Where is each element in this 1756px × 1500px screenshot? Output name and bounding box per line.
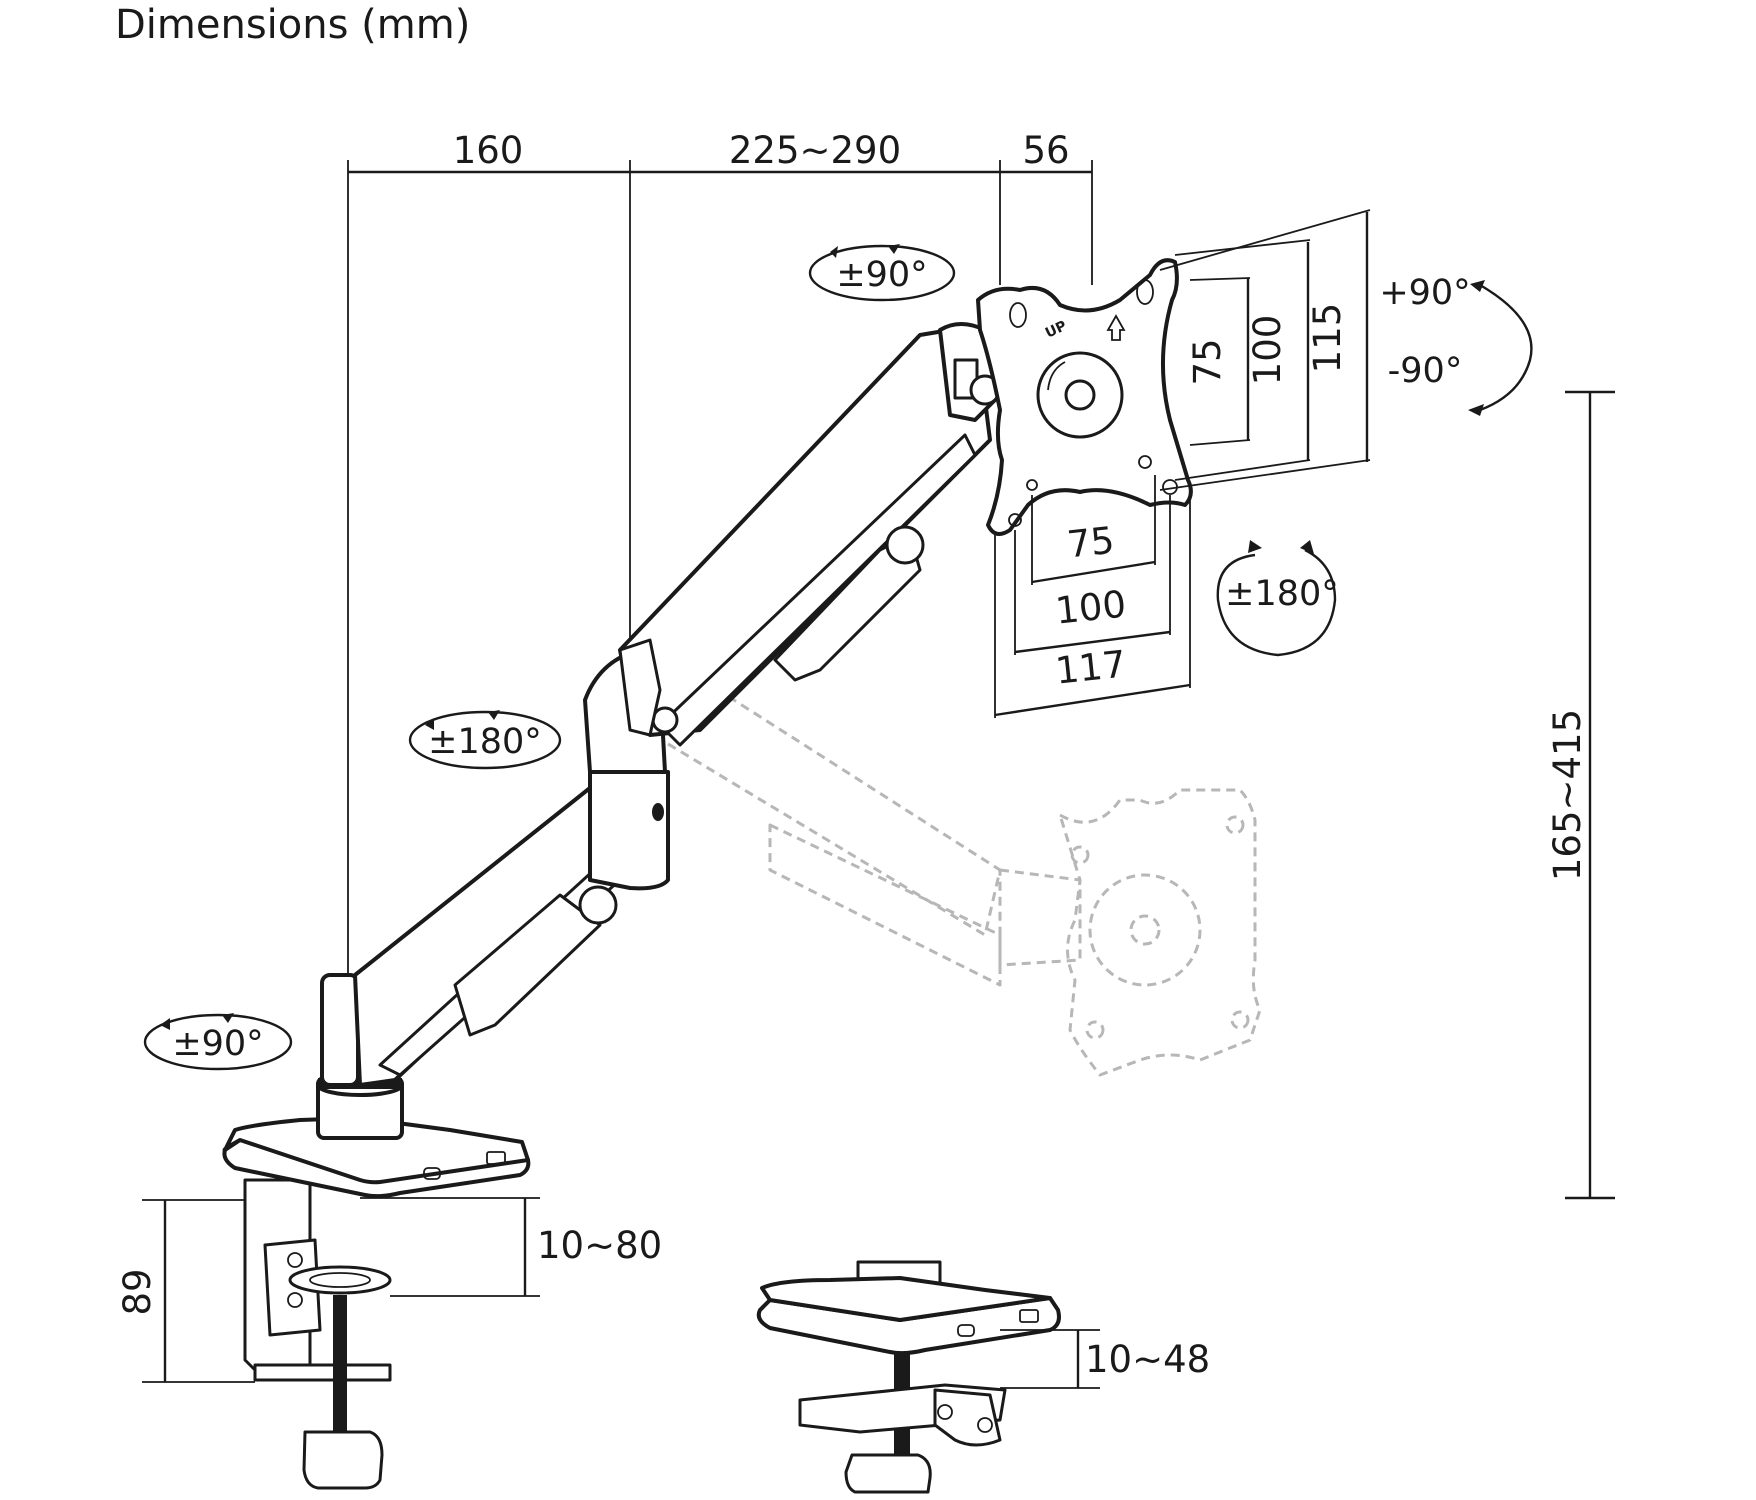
- diagram-title: Dimensions (mm): [115, 2, 471, 48]
- dim-vesa-v-100: 100: [1246, 315, 1289, 386]
- rotation-head-swivel: [808, 244, 956, 302]
- rotation-plate-rotate-label: ±180°: [1225, 574, 1339, 614]
- dim-vesa-h-117: 117: [1053, 642, 1128, 692]
- rotation-base-swivel: [143, 1013, 293, 1071]
- top-dimension-lines: [347, 160, 1093, 980]
- grommet-dimension-lines: [1000, 1329, 1100, 1389]
- clamp-dimension-lines: [142, 1197, 540, 1383]
- vesa-horizontal-dimension-lines: [994, 475, 1191, 718]
- dim-clamp-desk-range: 10~80: [537, 1224, 662, 1267]
- dim-grommet-desk-range: 10~48: [1085, 1338, 1210, 1381]
- rotation-elbow-swivel: [408, 710, 562, 770]
- grommet-base: [756, 1260, 1061, 1494]
- dim-vesa-v-115: 115: [1306, 303, 1349, 374]
- dim-160: 160: [453, 129, 524, 172]
- dim-clamp-height: 89: [116, 1268, 159, 1315]
- dim-56: 56: [1022, 129, 1069, 172]
- rotation-elbow-swivel-label: ±180°: [428, 722, 542, 762]
- rotation-plate-rotate: [1216, 540, 1337, 657]
- rotation-head-swivel-label: ±90°: [836, 255, 927, 295]
- rotation-tilt-arc: [1468, 280, 1533, 416]
- rotation-tilt-down-label: -90°: [1388, 351, 1463, 391]
- vesa-plate: [976, 258, 1193, 536]
- dim-vesa-h-75: 75: [1065, 519, 1116, 567]
- desk-base-clamp: [222, 973, 531, 1490]
- rotation-tilt-up-label: +90°: [1379, 273, 1470, 313]
- height-dimension-line: [1565, 390, 1615, 1200]
- rotation-base-swivel-label: ±90°: [172, 1024, 263, 1064]
- dim-225-290: 225~290: [729, 129, 901, 172]
- upper-arm: [618, 322, 1002, 747]
- vesa-vertical-dimension-lines: [1159, 209, 1371, 491]
- dim-vesa-h-100: 100: [1053, 582, 1128, 632]
- dim-height-range: 165~415: [1546, 709, 1589, 881]
- lower-arm: [353, 648, 670, 1087]
- dim-vesa-v-75: 75: [1186, 338, 1229, 385]
